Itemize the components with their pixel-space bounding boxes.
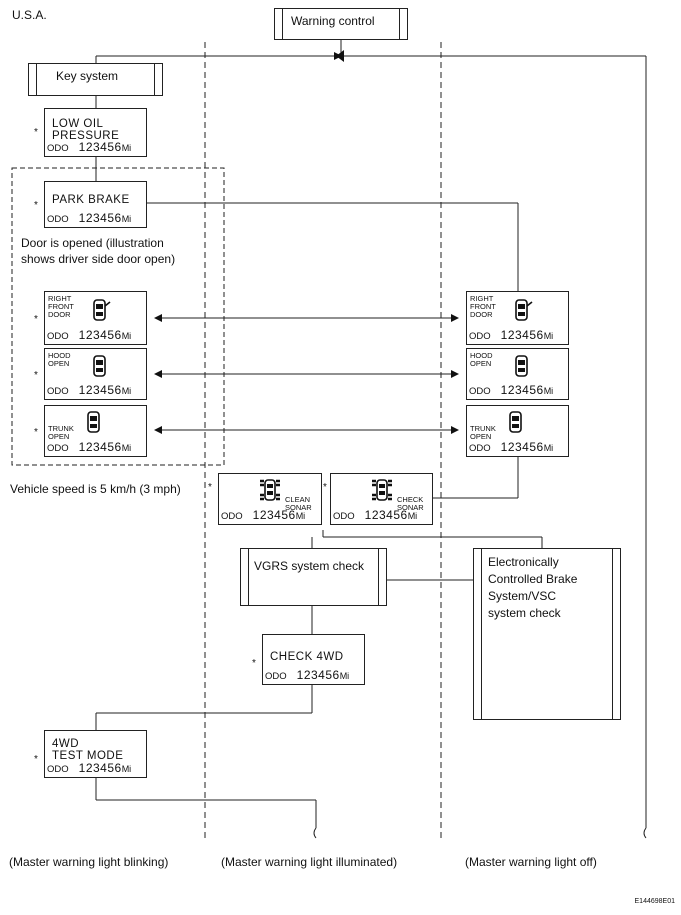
display-title: CHECK 4WD: [270, 651, 344, 663]
figure-id: E144698E01: [634, 898, 675, 905]
door-opened-note: Door is opened (illustration shows drive…: [21, 236, 176, 266]
caption-blinking: (Master warning light blinking): [9, 855, 169, 869]
display-title: CLEAN SONAR: [285, 495, 312, 512]
display-title: 4WD TEST MODE: [52, 738, 124, 762]
car-trunk-open-icon: [87, 411, 100, 433]
asterisk-mark: *: [34, 314, 38, 325]
asterisk-mark: *: [323, 482, 327, 493]
asterisk-mark: *: [208, 482, 212, 493]
vgrs-system-check-box: VGRS system check: [240, 548, 387, 606]
merge-arrowhead: [336, 50, 344, 62]
car-door-open-icon: [515, 299, 533, 321]
car-hood-open-icon: [93, 355, 106, 377]
display-title: RIGHT FRONT DOOR: [470, 294, 496, 319]
display-title: HOOD OPEN: [48, 351, 71, 368]
region-label: U.S.A.: [12, 8, 47, 22]
ecb-vsc-system-check-box: Electronically Controlled Brake System/V…: [473, 548, 621, 720]
asterisk-mark: *: [34, 427, 38, 438]
warning-control-label: Warning control: [291, 14, 375, 28]
display-title: PARK BRAKE: [52, 194, 130, 206]
asterisk-mark: *: [34, 370, 38, 381]
vehicle-speed-note: Vehicle speed is 5 km/h (3 mph): [10, 482, 181, 496]
warning-control-box: Warning control: [274, 8, 408, 40]
car-sonar-icon: [260, 479, 280, 501]
key-system-label: Key system: [56, 69, 119, 83]
display-title: TRUNK OPEN: [470, 424, 496, 441]
asterisk-mark: *: [34, 127, 38, 138]
display-title: LOW OIL PRESSURE: [52, 118, 120, 142]
asterisk-mark: *: [34, 754, 38, 765]
display-title: RIGHT FRONT DOOR: [48, 294, 74, 319]
display-title: TRUNK OPEN: [48, 424, 74, 441]
car-sonar-icon: [372, 479, 392, 501]
caption-off: (Master warning light off): [465, 855, 597, 869]
asterisk-mark: *: [34, 200, 38, 211]
display-title: CHECK SONAR: [397, 495, 424, 512]
car-door-open-icon: [93, 299, 111, 321]
asterisk-mark: *: [252, 658, 256, 669]
key-system-box: Key system: [28, 63, 163, 96]
vgrs-label: VGRS system check: [254, 559, 365, 573]
display-title: HOOD OPEN: [470, 351, 493, 368]
caption-illuminated: (Master warning light illuminated): [221, 855, 398, 869]
car-trunk-open-icon: [509, 411, 522, 433]
car-hood-open-icon: [515, 355, 528, 377]
ecb-label: Electronically Controlled Brake System/V…: [488, 555, 578, 620]
